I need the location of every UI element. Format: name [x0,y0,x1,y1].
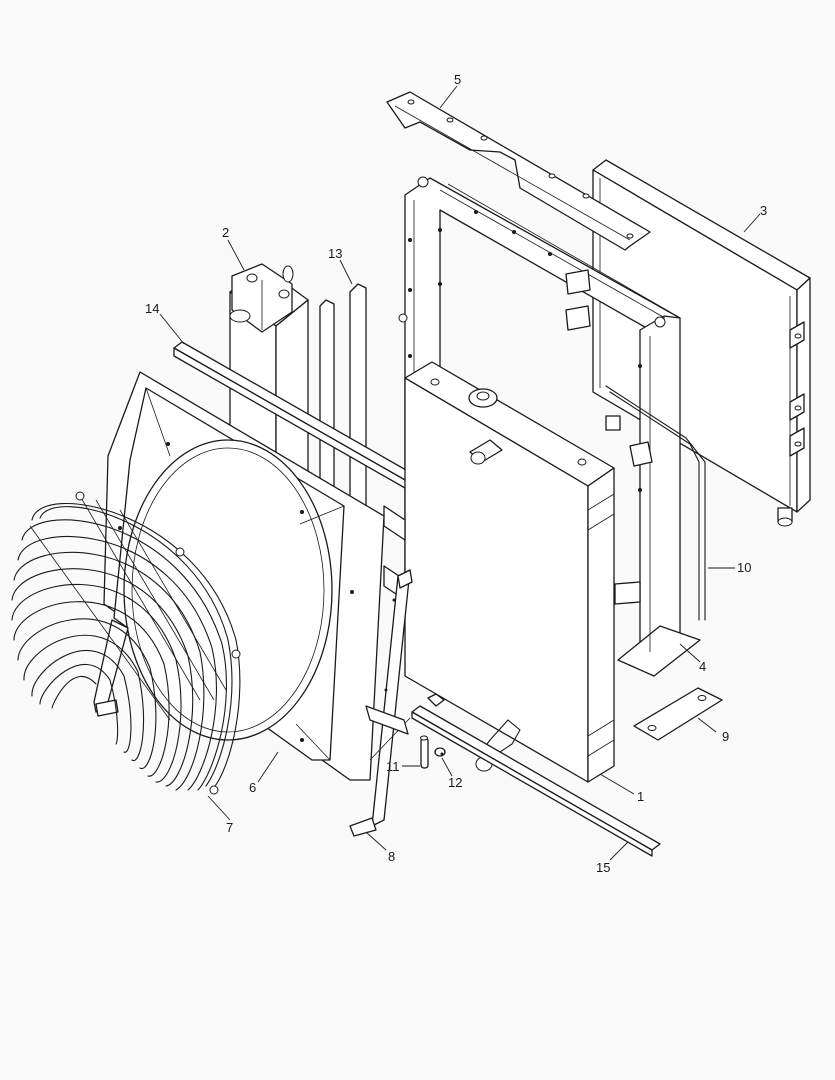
callout-5: 5 [454,72,461,87]
callout-3: 3 [760,203,767,218]
callout-15: 15 [596,860,610,875]
callout-10: 10 [737,560,751,575]
callout-13: 13 [328,246,342,261]
part-15-bottom-bar [411,693,661,857]
callout-9: 9 [722,729,729,744]
part-8-strut [349,569,413,837]
part-9-plate [633,687,723,741]
leader-lines [159,85,761,861]
callout-7: 7 [226,820,233,835]
part-4-frame [398,176,701,677]
callout-11: 11 [386,759,400,774]
callout-12: 12 [448,775,462,790]
part-3-cooler-panel [592,159,811,527]
part-7-fan-guard [11,491,241,795]
callout-2: 2 [222,225,229,240]
callout-labels: 5 3 2 13 14 10 4 9 1 11 12 6 7 8 15 [145,72,767,875]
callout-14: 14 [145,301,159,316]
callout-1: 1 [637,789,644,804]
part-6-fan-shroud [93,371,385,781]
part-12-clip [434,747,446,757]
part-5-top-bracket [386,91,651,251]
part-10-rod [605,385,706,621]
callout-4: 4 [699,659,706,674]
callout-8: 8 [388,849,395,864]
part-11-pin [420,735,429,769]
part-13-bars [319,283,367,527]
part-1-radiator [383,361,615,783]
callout-6: 6 [249,780,256,795]
